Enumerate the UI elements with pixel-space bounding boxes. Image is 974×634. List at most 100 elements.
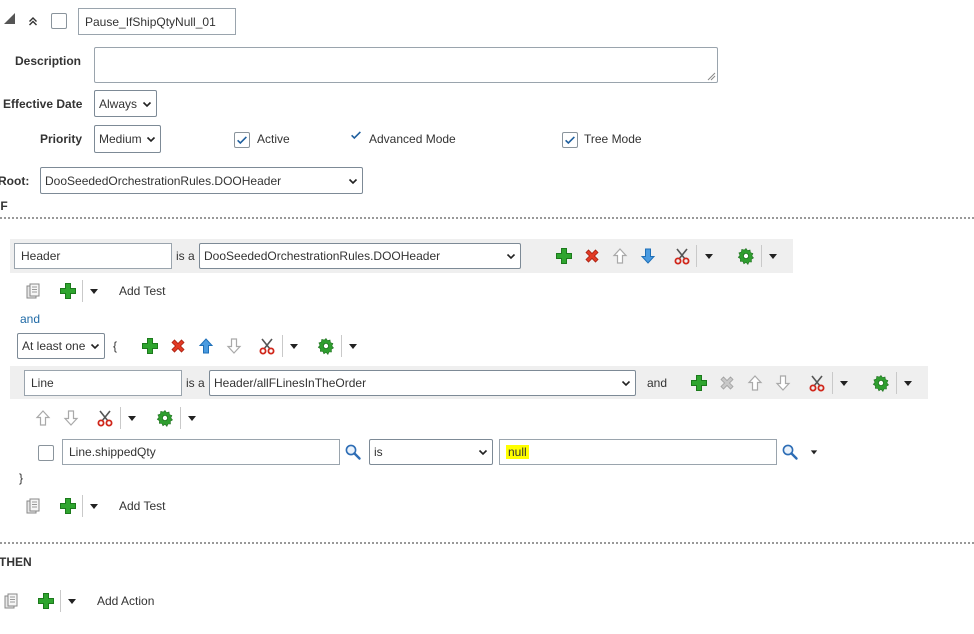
caret-down-icon[interactable] [89,501,99,511]
effective-date-value: Always [99,96,138,111]
gear-icon[interactable] [156,409,174,427]
root-select[interactable]: DooSeededOrchestrationRules.DOOHeader [40,167,363,194]
caret-down-icon[interactable] [348,341,358,351]
line-fact-type-value: Header/allFLinesInTheOrder [214,376,367,390]
rule-select-checkbox[interactable] [51,13,67,29]
add-test-link[interactable]: Add Test [119,284,166,298]
move-up-icon[interactable] [746,374,764,392]
effective-date-select[interactable]: Always [94,90,157,117]
collapse-triangle-icon[interactable] [4,13,15,24]
toolbar-separator [832,372,833,394]
add-test-link[interactable]: Add Test [119,499,166,513]
and-label: and [20,312,41,326]
header-fact-type-value: DooSeededOrchestrationRules.DOOHeader [204,249,441,263]
add-icon[interactable] [555,247,573,265]
chevron-down-icon [506,251,516,261]
caret-down-icon[interactable] [187,413,197,423]
then-label: THEN [0,555,32,569]
clipboard-icon[interactable] [24,282,42,300]
caret-down-icon[interactable] [810,448,818,456]
test-operator-select[interactable]: is [369,439,493,465]
gear-icon[interactable] [737,247,755,265]
checkmark-icon [563,133,577,147]
test-select-checkbox[interactable] [38,445,54,461]
line-fact-type-select[interactable]: Header/allFLinesInTheOrder [209,370,636,396]
search-icon[interactable] [344,443,362,461]
cut-icon[interactable] [258,337,276,355]
quantifier-select[interactable]: At least one [17,333,105,359]
clipboard-icon[interactable] [2,592,20,610]
gear-icon[interactable] [317,337,335,355]
is-a-label: is a [186,376,205,390]
test-right-operand-value: null [506,445,529,459]
resize-grip-icon[interactable] [706,71,716,81]
test-left-operand-input[interactable]: Line.shippedQty [62,439,340,465]
caret-down-icon[interactable] [127,413,137,423]
chevron-down-icon [90,341,100,351]
priority-select[interactable]: Medium [94,125,161,153]
rule-name-input[interactable]: Pause_IfShipQtyNull_01 [78,8,236,35]
active-checkbox[interactable] [234,132,250,148]
clipboard-icon[interactable] [24,497,42,515]
caret-down-icon[interactable] [89,286,99,296]
checkmark-icon [235,133,249,147]
is-a-label: is a [176,249,195,263]
add-icon[interactable] [59,282,77,300]
toolbar-separator [341,335,342,357]
caret-down-icon[interactable] [839,378,849,388]
move-up-icon[interactable] [34,409,52,427]
test-right-operand-input[interactable]: null [499,439,777,465]
add-icon[interactable] [141,337,159,355]
cut-icon[interactable] [96,409,114,427]
caret-down-icon[interactable] [903,378,913,388]
cut-icon[interactable] [808,374,826,392]
caret-down-icon[interactable] [704,251,714,261]
open-brace: { [113,339,118,353]
description-label: Description [15,54,82,68]
header-fact-type-select[interactable]: DooSeededOrchestrationRules.DOOHeader [199,243,521,269]
effective-date-label: Effective Date [3,97,83,111]
header-fact-name-input[interactable]: Header [14,243,172,269]
tree-mode-checkbox[interactable] [562,132,578,148]
description-textarea[interactable] [94,47,718,83]
and-connector-label: and [647,376,668,390]
chevron-down-icon [478,447,488,457]
toolbar-separator [761,245,762,267]
move-up-icon[interactable] [197,337,215,355]
toolbar-separator [60,590,61,612]
delete-icon[interactable] [583,247,601,265]
tree-mode-label: Tree Mode [584,132,642,146]
move-down-icon[interactable] [225,337,243,355]
search-icon[interactable] [781,443,799,461]
delete-disabled-icon[interactable] [718,374,736,392]
test-operator-value: is [374,445,383,459]
cut-icon[interactable] [673,247,691,265]
move-down-icon[interactable] [62,409,80,427]
add-action-link[interactable]: Add Action [97,594,155,608]
quantifier-value: At least one [22,339,86,353]
line-fact-name-input[interactable]: Line [24,370,182,396]
toolbar-separator [896,372,897,394]
advanced-mode-label: Advanced Mode [369,132,456,146]
priority-value: Medium [99,132,142,146]
add-icon[interactable] [690,374,708,392]
move-down-icon[interactable] [774,374,792,392]
gear-icon[interactable] [872,374,890,392]
collapse-all-icon[interactable] [27,15,39,27]
add-icon[interactable] [59,497,77,515]
caret-down-icon[interactable] [768,251,778,261]
active-label: Active [257,132,290,146]
caret-down-icon[interactable] [67,596,77,606]
advanced-mode-check-icon[interactable] [349,128,363,142]
move-down-icon[interactable] [639,247,657,265]
priority-label: Priority [40,132,83,146]
root-value: DooSeededOrchestrationRules.DOOHeader [45,173,282,188]
delete-icon[interactable] [169,337,187,355]
move-up-icon[interactable] [611,247,629,265]
chevron-down-icon [146,134,156,144]
caret-down-icon[interactable] [289,341,299,351]
add-icon[interactable] [37,592,55,610]
chevron-down-icon [348,176,358,186]
if-divider [0,217,974,219]
chevron-down-icon [621,378,631,388]
